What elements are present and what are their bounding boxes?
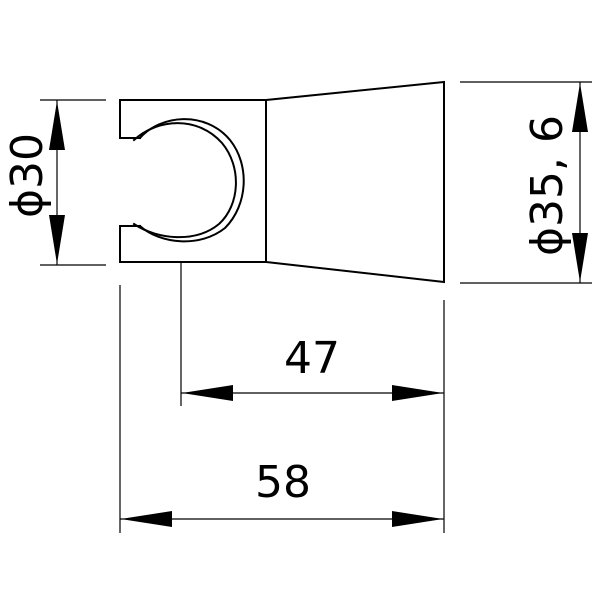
diameter-right-label: ϕ35, 6 [522,115,573,256]
dimension-length-overall: 58 [119,285,444,533]
arrowhead-47-right [392,385,443,401]
length-overall-label: 58 [255,457,311,508]
diameter-left-label: ϕ30 [2,133,53,218]
arrowhead-58-left [121,511,172,527]
dimension-diameter-left: ϕ30 [2,99,106,266]
clip-inner-arc [132,122,237,239]
arrowhead-right-bottom [572,233,588,282]
part-outline [119,80,445,284]
dimension-diameter-right: ϕ35, 6 [460,81,592,284]
clip-outer-arc [138,118,245,243]
holder-block-outline [119,99,267,263]
arrowhead-58-right [392,511,443,527]
dimension-length-inner: 47 [180,262,445,533]
cone-outline [264,80,445,284]
arrowhead-right-top [572,83,588,132]
arrowhead-left-top [49,101,65,150]
arrowhead-47-left [182,385,233,401]
arrowhead-left-bottom [49,215,65,264]
length-inner-label: 47 [284,333,340,384]
